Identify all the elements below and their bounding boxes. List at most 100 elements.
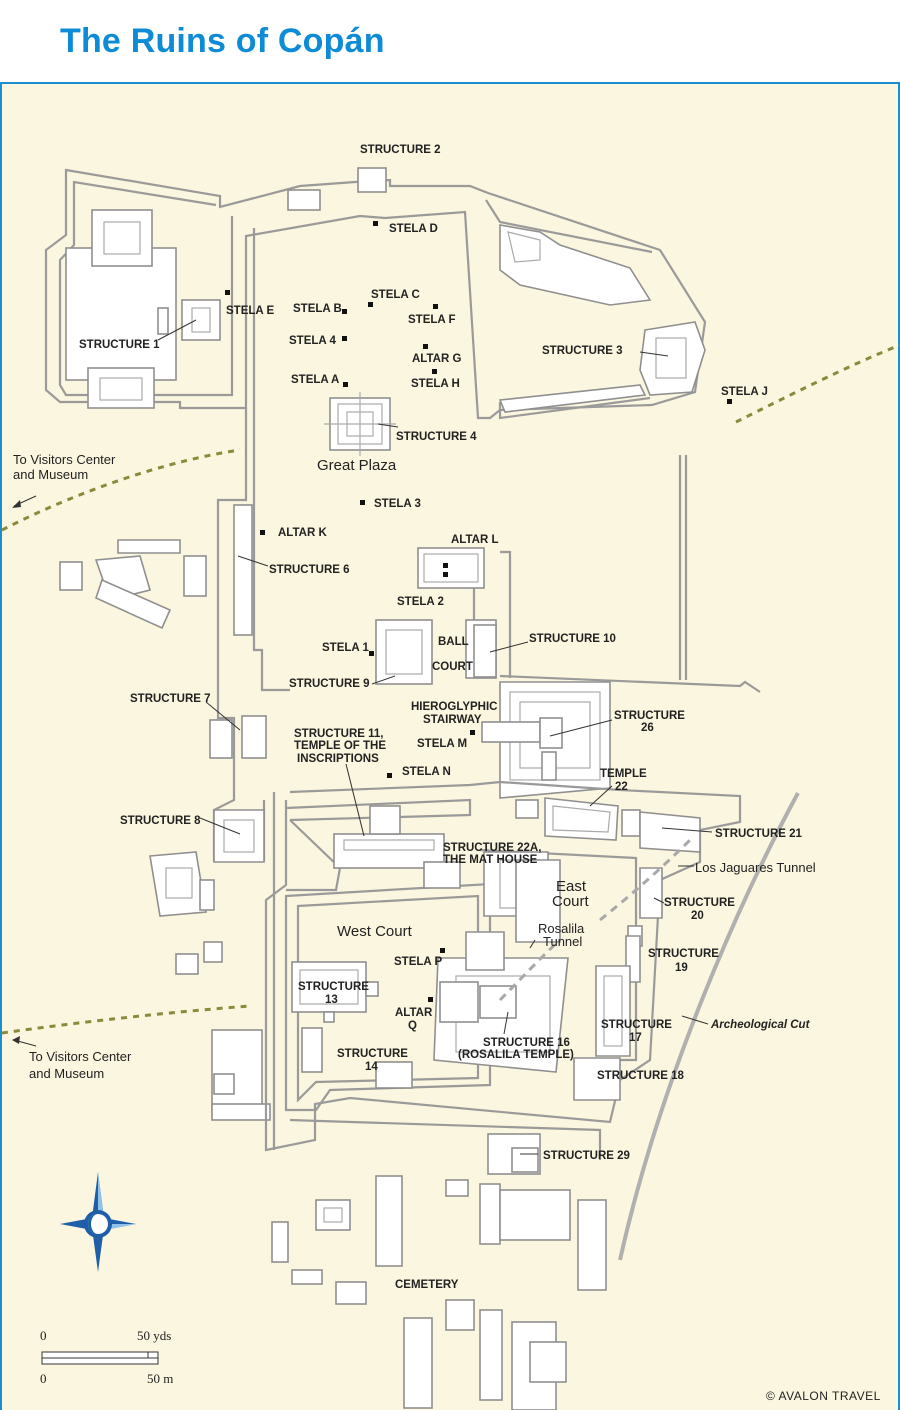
label-ball: BALL: [438, 636, 469, 648]
label-structure-16-2: (ROSALILA TEMPLE): [458, 1049, 574, 1061]
label-structure-13-1: STRUCTURE: [298, 981, 369, 993]
label-structure-17-2: 17: [629, 1032, 642, 1044]
stela-a-marker: [343, 382, 348, 387]
label-east-court-1: East: [556, 878, 587, 895]
los-jaguares-tunnel: [599, 838, 692, 922]
west-outlying-structures: [59, 539, 271, 1121]
label-visitors-top-1: To Visitors Center: [13, 452, 116, 467]
label-structure-16-1: STRUCTURE 16: [483, 1037, 570, 1049]
altar-l-marker: [443, 563, 448, 568]
scale-yds: 50 yds: [137, 1328, 171, 1343]
stela-2-marker: [443, 572, 448, 577]
structure-21-building: [639, 811, 701, 853]
leader-lines: [157, 319, 713, 1155]
label-great-plaza: Great Plaza: [317, 457, 397, 474]
structure-17-building: [595, 965, 631, 1057]
trail-west-top: [1, 448, 241, 532]
stela-markers: [225, 221, 732, 1002]
label-structure-2: STRUCTURE 2: [360, 144, 441, 156]
title-bar: The Ruins of Copán: [0, 0, 900, 84]
stela-b-marker: [342, 309, 347, 314]
altar-g-marker: [423, 344, 428, 349]
rosalila-tunnel: [498, 938, 562, 1002]
label-structure-6: STRUCTURE 6: [269, 564, 350, 576]
stela-3-marker: [360, 500, 365, 505]
label-structure-11-1: STRUCTURE 11,: [294, 728, 383, 740]
label-structure-8: STRUCTURE 8: [120, 815, 201, 827]
label-cemetery: CEMETERY: [395, 1279, 459, 1291]
label-structure-26-1: STRUCTURE: [614, 710, 685, 722]
label-west-court: West Court: [337, 923, 413, 940]
label-temple-22-1: TEMPLE: [600, 768, 647, 780]
stela-j-marker: [727, 399, 732, 404]
label-structure-9: STRUCTURE 9: [289, 678, 370, 690]
label-visitors-top-2: and Museum: [13, 467, 88, 482]
compass-rose-icon: [60, 1172, 136, 1272]
label-altar-l: ALTAR L: [451, 534, 498, 546]
label-hieroglyphic-1: HIEROGLYPHIC: [411, 701, 497, 713]
label-stela-4: STELA 4: [289, 335, 336, 347]
stela-f-marker: [433, 304, 438, 309]
label-structure-22a-1: STRUCTURE 22A,: [443, 842, 541, 854]
stela-p-marker: [440, 948, 445, 953]
scale-zero-top: 0: [40, 1328, 47, 1343]
label-structure-14-1: STRUCTURE: [337, 1048, 408, 1060]
label-los-jaguares: Los Jaguares Tunnel: [695, 860, 816, 875]
archeological-cut-line: [618, 792, 800, 1261]
label-altar-q-1: ALTAR: [395, 1007, 433, 1019]
trail-west-bottom: [1, 1004, 251, 1035]
map-frame: [0, 84, 900, 1410]
label-structure-1: STRUCTURE 1: [79, 339, 160, 351]
altar-l-building: [417, 547, 485, 589]
structure-13-building: [291, 961, 379, 1023]
label-structure-14-2: 14: [365, 1061, 378, 1073]
arrow-icon-top: [12, 500, 21, 508]
label-hieroglyphic-2: STAIRWAY: [423, 714, 482, 726]
label-structure-26-2: 26: [641, 722, 654, 734]
label-east-court-2: Court: [552, 893, 590, 910]
label-altar-k: ALTAR K: [278, 527, 327, 539]
altar-q-marker: [428, 997, 433, 1002]
label-structure-4: STRUCTURE 4: [396, 431, 477, 443]
stela-e-marker: [225, 290, 230, 295]
label-structure-18: STRUCTURE 18: [597, 1070, 685, 1082]
label-structure-13-2: 13: [325, 994, 338, 1006]
hieroglyphic-stairway-building: [481, 681, 611, 799]
label-rosalila-2: Tunnel: [543, 934, 582, 949]
label-structure-11-2: TEMPLE OF THE: [294, 740, 386, 752]
label-archeological-cut: Archeological Cut: [710, 1019, 811, 1031]
label-structure-3: STRUCTURE 3: [542, 345, 623, 357]
label-structure-29: STRUCTURE 29: [543, 1150, 630, 1162]
stela-n-marker: [387, 773, 392, 778]
label-stela-b: STELA B: [293, 303, 342, 315]
label-stela-d: STELA D: [389, 223, 438, 235]
label-structure-7: STRUCTURE 7: [130, 693, 211, 705]
label-structure-20-1: STRUCTURE: [664, 897, 735, 909]
label-stela-m: STELA M: [417, 738, 467, 750]
structure-1-building: [65, 209, 221, 409]
label-structure-20-2: 20: [691, 910, 704, 922]
scale-zero-bottom: 0: [40, 1371, 47, 1386]
ball-court-building: [375, 619, 497, 685]
cemetery-structures: [271, 1175, 607, 1410]
label-court: COURT: [432, 661, 473, 673]
direction-arrows: [12, 495, 37, 1047]
label-stela-f: STELA F: [408, 314, 456, 326]
label-temple-22-2: 22: [615, 781, 628, 793]
label-stela-e: STELA E: [226, 305, 274, 317]
label-structure-10: STRUCTURE 10: [529, 633, 616, 645]
scale-bar: 0 50 yds 0 50 m: [40, 1328, 173, 1386]
map-labels: STRUCTURE 2 STELA D STELA E STRUCTURE 1 …: [13, 144, 880, 1403]
label-rosalila-1: Rosalila: [538, 921, 585, 936]
arrow-icon-bottom: [12, 1036, 20, 1044]
structure-2-building: [357, 167, 387, 193]
structure-22a-building: [483, 851, 561, 943]
structure-14-building: [301, 1027, 413, 1089]
temple-22-building: [515, 797, 641, 841]
map-title: The Ruins of Copán: [60, 22, 385, 60]
structure-3-building: [498, 224, 706, 413]
structure-18-building: [573, 1057, 621, 1101]
label-altar-q-2: Q: [408, 1020, 417, 1032]
label-structure-19-1: STRUCTURE: [648, 948, 719, 960]
label-structure-22a-2: THE MAT HOUSE: [443, 854, 538, 866]
